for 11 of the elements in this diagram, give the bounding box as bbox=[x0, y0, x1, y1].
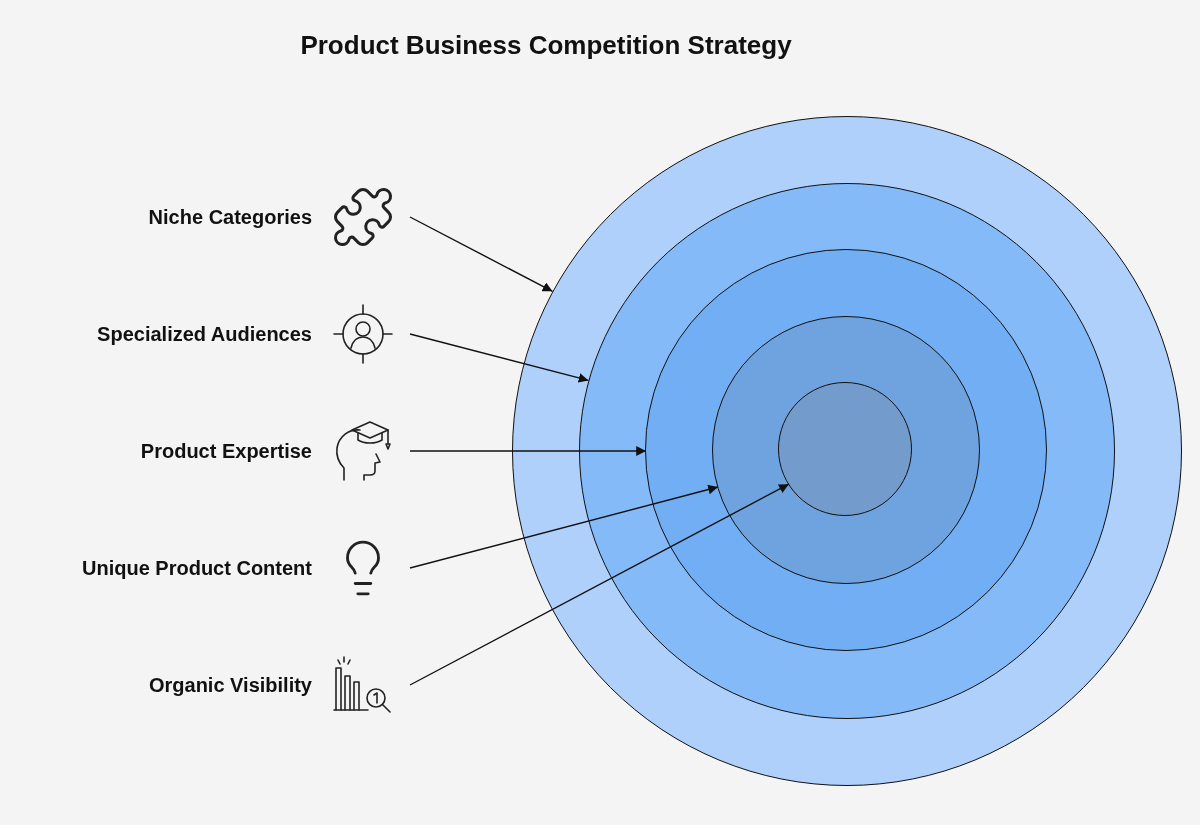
strategy-label: Organic Visibility bbox=[148, 673, 312, 697]
strategy-label: Product Expertise bbox=[140, 439, 312, 463]
arrow bbox=[409, 333, 590, 383]
arrow bbox=[409, 446, 647, 456]
arrow bbox=[409, 484, 719, 569]
arrow bbox=[409, 483, 790, 686]
strategy-label: Unique Product Content bbox=[82, 556, 312, 580]
arrow bbox=[409, 216, 554, 293]
diagram-title: Product Business Competition Strategy bbox=[299, 30, 793, 61]
strategy-label: Specialized Audiences bbox=[97, 322, 312, 346]
strategy-label: Niche Categories bbox=[148, 205, 312, 229]
